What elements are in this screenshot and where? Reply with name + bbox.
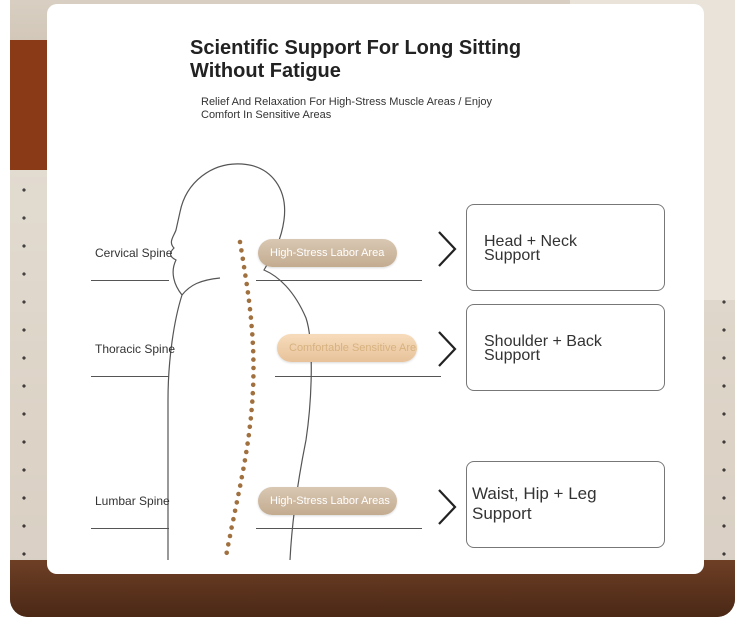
vertebra-dot <box>251 374 256 379</box>
vertebra-dot <box>244 449 249 455</box>
subtitle-line-2: Comfort In Sensitive Areas <box>201 109 332 121</box>
vertebra-dot <box>250 399 255 404</box>
vertebra-dot <box>237 483 243 488</box>
vertebra-dot <box>251 357 256 362</box>
title-line-2: Without Fatigue <box>190 60 341 82</box>
vertebra-dot <box>240 256 246 262</box>
vertebra-dot <box>234 500 240 505</box>
chevron-right-icon <box>438 331 457 367</box>
chevron-right-icon <box>438 231 457 267</box>
vertebra-dot <box>247 424 253 430</box>
vertebra-dot <box>229 525 234 530</box>
vertebra-dot <box>250 332 255 337</box>
lumbar-spine-label: Lumbar Spine <box>95 494 170 508</box>
spine-dots <box>224 239 256 556</box>
head-neck-support-box: Head + Neck Support <box>466 204 665 291</box>
thoracic-divider-left <box>91 376 169 377</box>
vertebra-dot <box>249 407 254 413</box>
vertebra-dot <box>241 466 246 472</box>
vertebra-dot <box>247 306 253 312</box>
high-stress-pill: High-Stress Labor Areas <box>258 487 397 515</box>
vertebra-dot <box>245 290 251 295</box>
shoulder-back-support-box: Shoulder + Back Support <box>466 304 665 391</box>
cervical-spine-label: Cervical Spine <box>95 246 173 260</box>
vertebra-dot <box>246 432 252 438</box>
vertebra-dot <box>251 365 256 371</box>
vertebra-dot <box>239 474 245 480</box>
subtitle-line-1: Relief And Relaxation For High-Stress Mu… <box>201 96 493 108</box>
vertebra-dot <box>226 542 231 547</box>
chevron-right-icon <box>438 489 457 525</box>
vertebra-dot <box>242 458 248 463</box>
vertebra-dot <box>249 323 254 329</box>
lumbar-divider-right <box>256 528 422 529</box>
vertebra-dot <box>237 239 243 245</box>
vertebra-dot <box>250 340 256 346</box>
vertebra-dot <box>246 298 252 304</box>
vertebra-dot <box>250 382 256 388</box>
vertebra-dot <box>232 508 238 514</box>
box-line-1: Head + Neck <box>484 233 577 250</box>
page-subtitle: Relief And Relaxation For High-Stress Mu… <box>201 96 561 122</box>
vertebra-dot <box>231 516 236 522</box>
vertebra-dot <box>244 281 249 287</box>
box-line-2: Support <box>472 504 532 523</box>
comfortable-pill: Comfortable Sensitive Areas <box>277 334 417 362</box>
vertebra-dot <box>227 533 233 539</box>
cervical-divider-right <box>256 280 422 281</box>
vertebra-dot <box>243 273 248 278</box>
vertebra-dot <box>236 491 241 497</box>
human-silhouette-icon <box>167 163 312 561</box>
vertebra-dot <box>245 441 250 446</box>
box-line-1: Shoulder + Back <box>484 333 602 350</box>
vertebra-dot <box>239 248 244 253</box>
page-title: Scientific Support For Long Sitting With… <box>190 37 590 83</box>
waist-hip-leg-support-box: Waist, Hip + Leg Support <box>466 461 665 548</box>
box-line-2: Support <box>484 247 541 264</box>
vertebra-dot <box>241 264 247 270</box>
thoracic-spine-label: Thoracic Spine <box>95 342 176 356</box>
box-line-2: Support <box>484 347 541 364</box>
box-line-1: Waist, Hip + Leg <box>472 484 597 503</box>
vertebra-dot <box>224 550 229 556</box>
vertebra-dot <box>248 315 254 320</box>
vertebra-dot <box>248 416 254 421</box>
thoracic-divider-right <box>275 376 441 377</box>
cervical-divider-left <box>91 280 169 281</box>
vertebra-dot <box>250 348 256 354</box>
vertebra-dot <box>250 390 256 396</box>
lumbar-divider-left <box>91 528 169 529</box>
title-line-1: Scientific Support For Long Sitting <box>190 37 522 59</box>
high-stress-pill: High-Stress Labor Area <box>258 239 397 267</box>
